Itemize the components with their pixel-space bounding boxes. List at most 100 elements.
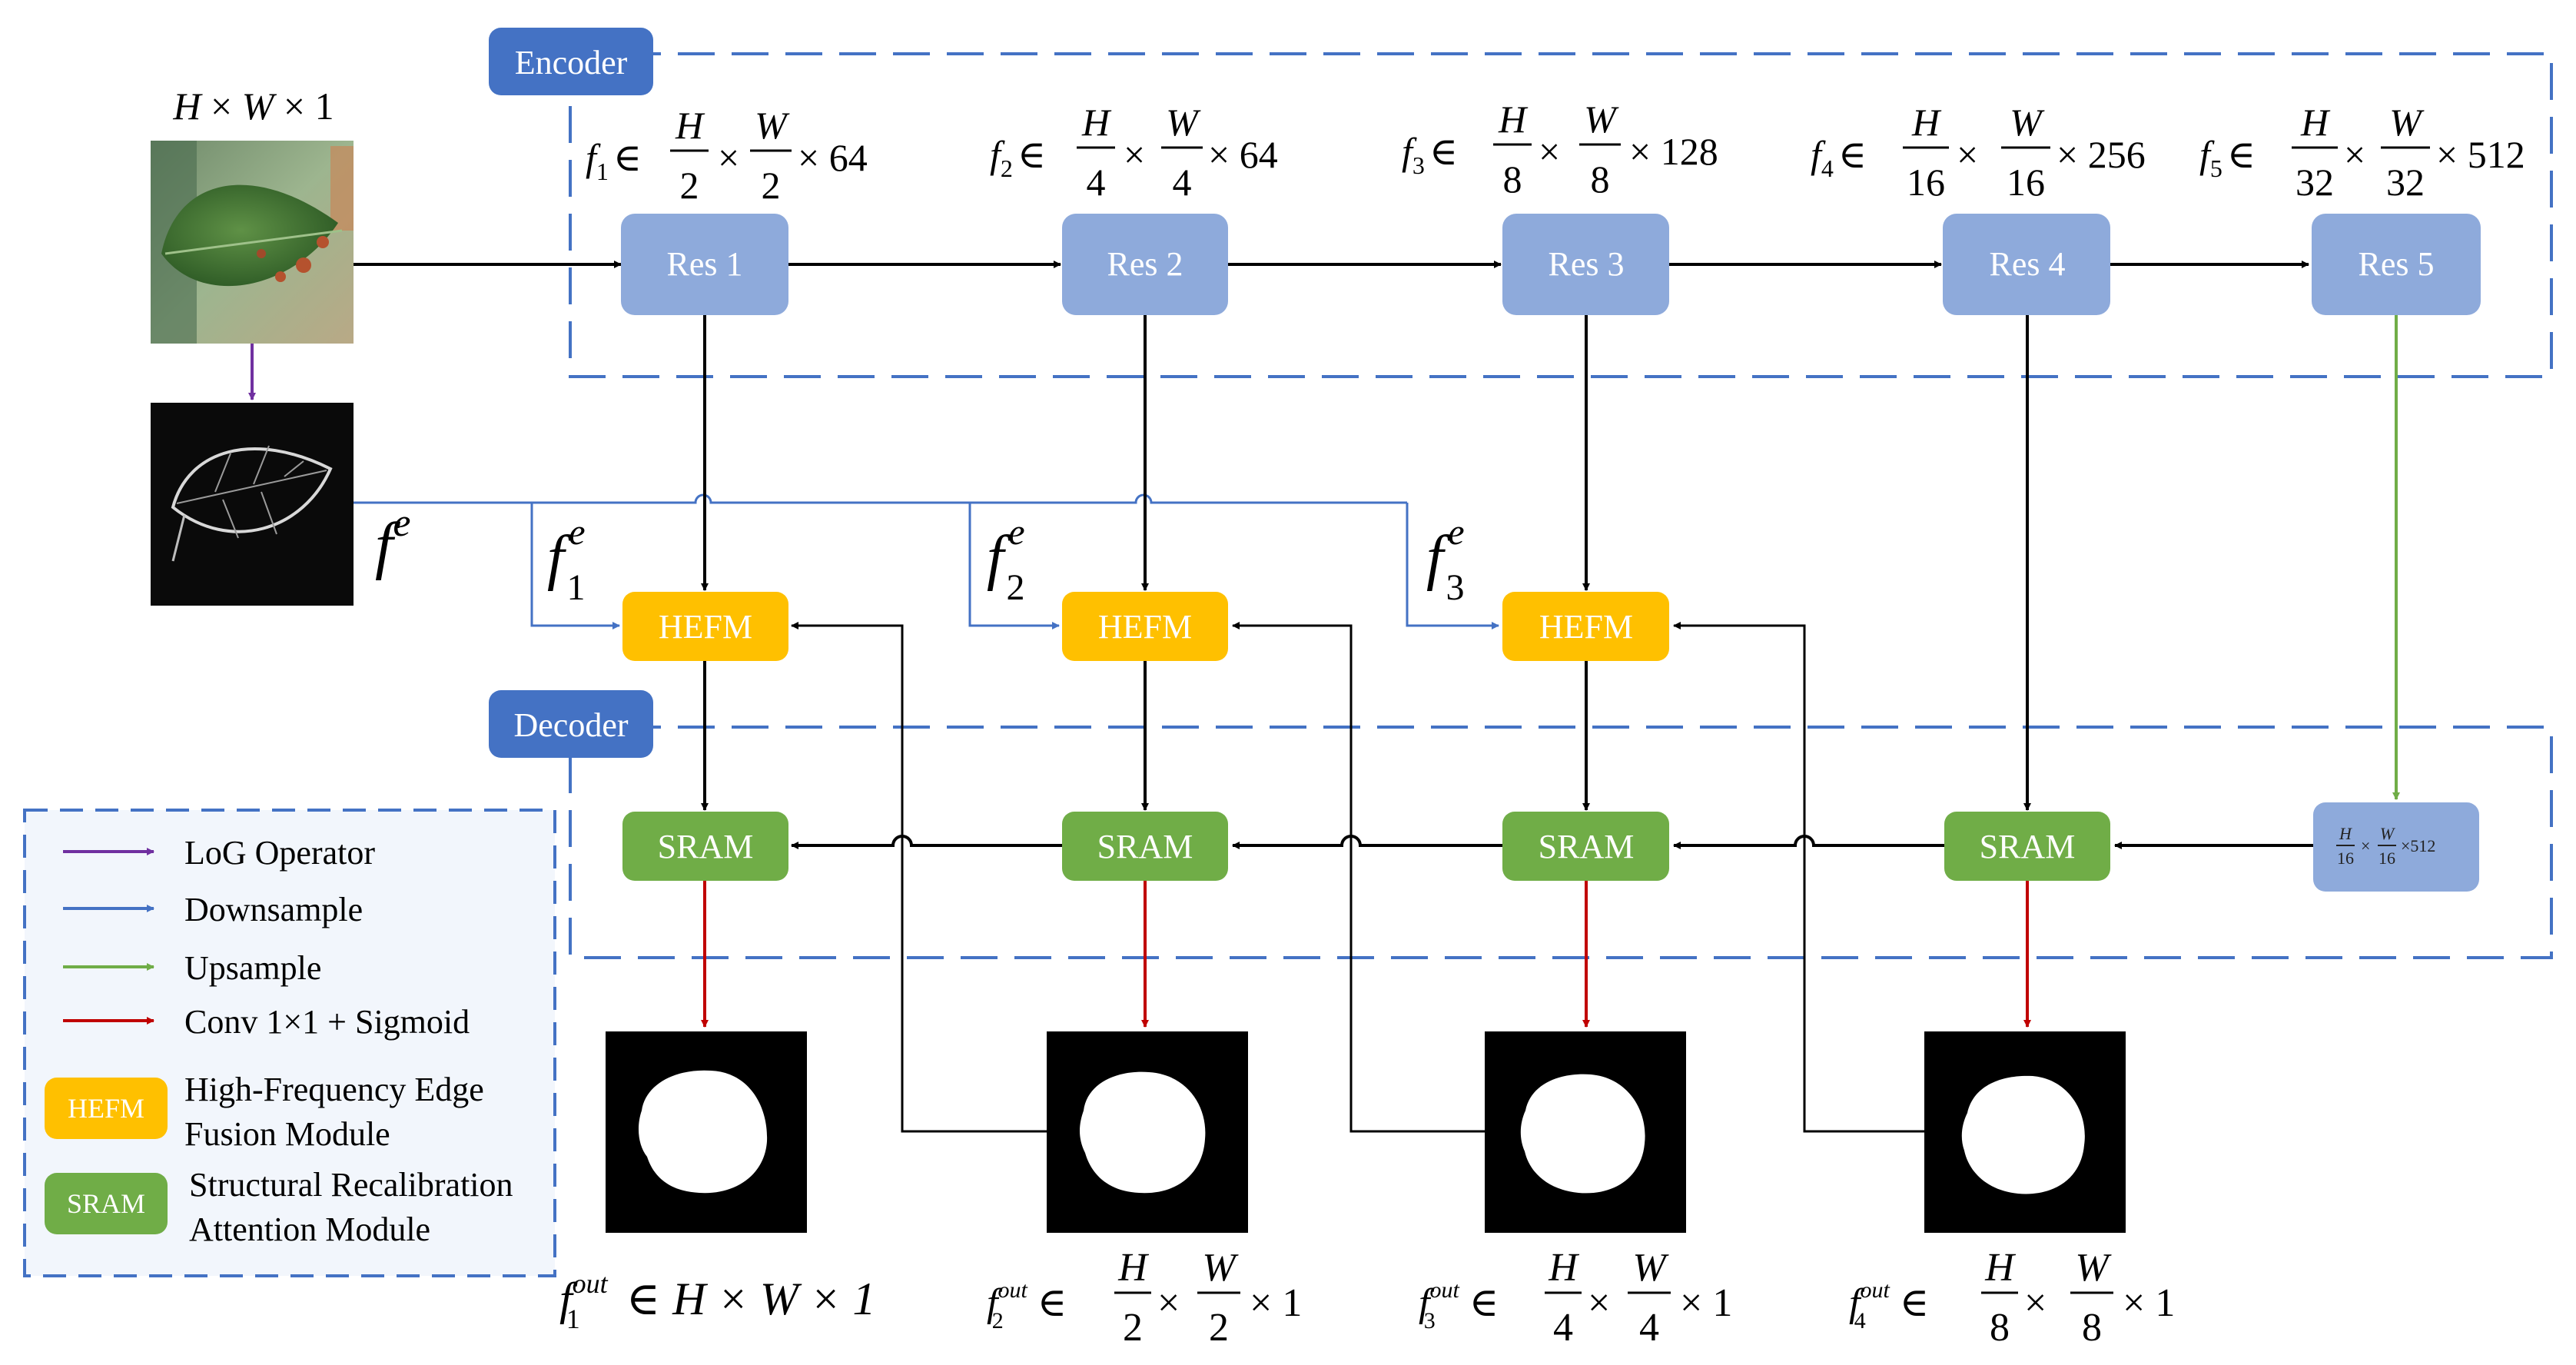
output-mask-1 — [606, 1031, 807, 1233]
hefm-block-2: HEFM — [1062, 592, 1228, 661]
hefm-to-sram-arrows — [701, 659, 1590, 811]
svg-text:×: × — [2344, 133, 2365, 176]
svg-text:H: H — [1081, 101, 1112, 144]
svg-text:H: H — [675, 104, 705, 147]
feature-label-3: f3∈ H 8 × W 8 × 128 — [1402, 98, 1718, 201]
svg-text:W: W — [1202, 1246, 1239, 1290]
svg-text:SRAM: SRAM — [67, 1188, 145, 1219]
svg-text:SRAM: SRAM — [1539, 828, 1635, 865]
sram-block-3: SRAM — [1502, 812, 1669, 881]
res-down-arrows — [701, 315, 2031, 811]
svg-text:16: 16 — [2378, 849, 2395, 868]
svg-text:4: 4 — [1087, 161, 1106, 204]
svg-text:8: 8 — [1503, 158, 1522, 201]
encoder-frame — [569, 52, 2553, 378]
input-leaf-image — [151, 141, 354, 344]
res-block-4: Res 4 — [1943, 214, 2110, 315]
legend: LoG Operator Downsample Upsample Conv 1×… — [23, 809, 556, 1277]
output-arrows — [701, 881, 2031, 1028]
svg-text:Res 2: Res 2 — [1107, 245, 1183, 283]
decoder-tag: Decoder — [489, 690, 653, 758]
legend-sram-swatch — [45, 1173, 168, 1234]
legend-upsample-label: Upsample — [184, 949, 321, 987]
svg-text:×512: ×512 — [2401, 836, 2435, 855]
res-block-1: Res 1 — [621, 214, 788, 315]
svg-text:W: W — [2010, 101, 2045, 144]
legend-downsample-label: Downsample — [184, 891, 363, 928]
svg-text:× 64: × 64 — [1208, 133, 1278, 176]
svg-text:× 64: × 64 — [798, 136, 868, 179]
sram-block-1: SRAM — [622, 812, 788, 881]
svg-text:2: 2 — [1209, 1306, 1229, 1350]
svg-text:Res 5: Res 5 — [2359, 245, 2435, 283]
svg-text:f3∈: f3∈ — [1402, 130, 1458, 179]
svg-text:H: H — [2300, 101, 2331, 144]
feedback-lines — [791, 622, 1924, 1133]
svg-text:Decoder: Decoder — [513, 706, 628, 744]
svg-text:H: H — [1911, 101, 1942, 144]
svg-text:8: 8 — [1591, 158, 1610, 201]
svg-text:×: × — [2361, 836, 2370, 855]
svg-text:×: × — [1157, 1281, 1180, 1325]
svg-text:Encoder: Encoder — [515, 44, 628, 81]
svg-text:W: W — [1632, 1246, 1669, 1290]
svg-text:H: H — [1498, 98, 1529, 141]
svg-text:HEFM: HEFM — [659, 608, 752, 646]
encoder-tag: Encoder — [489, 28, 653, 95]
svg-text:×: × — [1588, 1281, 1610, 1325]
svg-text:4: 4 — [1173, 161, 1192, 204]
decoder-frame — [569, 726, 2553, 959]
edge-map-image — [151, 403, 354, 606]
feature-label-5: f5∈ H 32 × W 32 × 512 — [2199, 101, 2525, 204]
feature-label-1: f1∈ H 2 × W 2 × 64 — [586, 104, 868, 207]
svg-text:× 1: × 1 — [1680, 1281, 1732, 1325]
svg-text:× 1: × 1 — [1250, 1281, 1302, 1325]
svg-text:SRAM: SRAM — [658, 828, 754, 865]
svg-text:2: 2 — [680, 164, 699, 207]
legend-hefm-swatch — [45, 1078, 168, 1139]
svg-text:×: × — [2024, 1281, 2047, 1325]
edge-feature-label: fe — [375, 501, 410, 581]
svg-text:×: × — [1957, 133, 1978, 176]
svg-text:Res 4: Res 4 — [1990, 245, 2066, 283]
legend-log-label: LoG Operator — [184, 834, 375, 872]
svg-text:f5∈: f5∈ — [2199, 133, 2256, 182]
svg-text:W: W — [755, 104, 790, 147]
svg-text:H: H — [1548, 1246, 1579, 1290]
svg-text:32: 32 — [2295, 161, 2334, 204]
svg-text:SRAM: SRAM — [1980, 828, 2076, 865]
svg-text:W: W — [1584, 98, 1619, 141]
input-size-label: H × W × 1 — [172, 85, 334, 128]
svg-text:W: W — [2389, 101, 2425, 144]
hefm-block-1: HEFM — [622, 592, 788, 661]
svg-text:2: 2 — [1123, 1306, 1143, 1350]
svg-text:H: H — [1117, 1246, 1149, 1290]
res-block-3: Res 3 — [1502, 214, 1669, 315]
legend-sram-line1: Structural Recalibration — [189, 1166, 513, 1204]
svg-text:SRAM: SRAM — [1097, 828, 1193, 865]
output-mask-4 — [1924, 1031, 2126, 1233]
svg-text:Res 3: Res 3 — [1549, 245, 1625, 283]
legend-hefm-line1: High-Frequency Edge — [184, 1071, 484, 1108]
svg-text:×: × — [1124, 133, 1145, 176]
svg-text:HEFM: HEFM — [1098, 608, 1192, 646]
svg-text:f4∈: f4∈ — [1811, 133, 1867, 182]
svg-text:f2∈: f2∈ — [990, 133, 1046, 182]
legend-conv-label: Conv 1×1 + Sigmoid — [184, 1003, 470, 1041]
svg-text:f1∈: f1∈ — [586, 136, 642, 185]
res-block-2: Res 2 — [1062, 214, 1228, 315]
legend-hefm-line2: Fusion Module — [184, 1115, 390, 1153]
feature-label-4: f4∈ H 16 × W 16 × 256 — [1811, 101, 2146, 204]
output-mask-2 — [1047, 1031, 1248, 1233]
